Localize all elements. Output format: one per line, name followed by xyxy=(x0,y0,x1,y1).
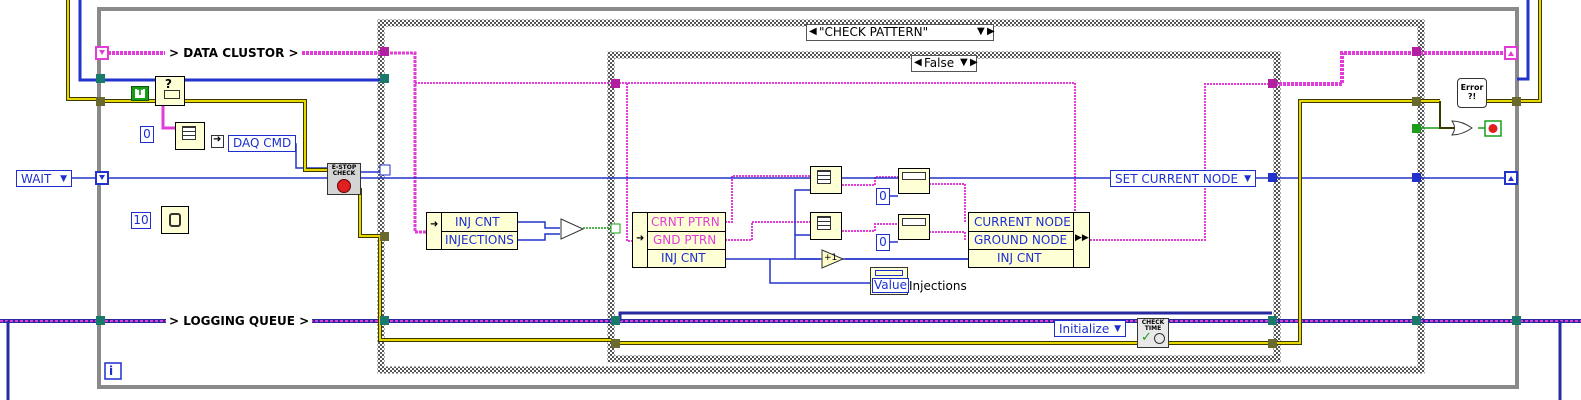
row-divider xyxy=(969,231,1073,232)
dropdown-arrow-icon: ▼ xyxy=(1114,324,1121,334)
check-time-title: CHECK TIME xyxy=(1141,319,1165,332)
data-cluster-wire-label: > DATA CLUSTOR > xyxy=(166,46,302,60)
state-enum-wait[interactable]: WAIT ▼ xyxy=(16,170,72,187)
unbundle-row: CRNT PTRN xyxy=(651,215,720,229)
case-selector-inner[interactable]: ◀ False ▼ ▶ xyxy=(911,55,978,72)
arrow-right-icon: ➜ xyxy=(636,233,645,244)
type-cast-arrow: ➜ xyxy=(211,134,224,148)
property-node[interactable]: Value xyxy=(870,267,909,295)
estop-check-subvi[interactable]: E-STOP CHECK xyxy=(327,163,361,195)
replace-array-subset-function[interactable] xyxy=(898,214,930,240)
clock-icon xyxy=(1154,333,1165,344)
error-handler-subvi[interactable]: Error ?! xyxy=(1457,78,1487,108)
true-constant-label: T xyxy=(135,88,145,98)
array-grid-icon xyxy=(817,216,831,230)
unbundle-row: INJ CNT xyxy=(661,251,706,265)
array-grid-icon xyxy=(182,126,196,140)
property-field: Value xyxy=(872,278,909,293)
arrow-right-icon: ➜ xyxy=(213,134,222,145)
error-handler-label: Error ?! xyxy=(1460,83,1484,101)
dropdown-arrow-icon[interactable]: ▼ xyxy=(977,26,985,37)
row-divider xyxy=(441,231,517,232)
watch-icon xyxy=(169,213,181,227)
state-enum-set-current-node-value: SET CURRENT NODE xyxy=(1115,172,1239,186)
unbundle-handle xyxy=(633,213,648,267)
index-constant[interactable]: 0 xyxy=(140,126,154,143)
state-enum-initialize-value: Initialize xyxy=(1059,322,1110,336)
unbundle-by-name-top[interactable]: ➜ INJ CNT INJECTIONS xyxy=(426,212,518,250)
zero-constant[interactable]: 0 xyxy=(876,188,890,205)
decrement-arrow-icon[interactable]: ◀ xyxy=(809,26,817,37)
increment-arrow-icon[interactable]: ▶ xyxy=(970,57,978,68)
wait-ms-constant[interactable]: 10 xyxy=(131,212,151,229)
case-structure-outer-frame xyxy=(377,19,1425,374)
dropdown-arrow-icon[interactable]: ▼ xyxy=(960,57,968,68)
index-array-function[interactable] xyxy=(175,122,205,150)
indicator-icon xyxy=(875,270,903,276)
index-array-function[interactable] xyxy=(810,166,842,194)
property-node-label: Injections xyxy=(909,279,967,293)
array-icon xyxy=(902,172,926,180)
queue-icon xyxy=(164,90,180,99)
logging-queue-wire-label: > LOGGING QUEUE > xyxy=(166,314,313,328)
row-divider xyxy=(647,231,725,232)
state-enum-wait-value: WAIT xyxy=(21,172,52,186)
increment-label: +1 xyxy=(824,253,838,263)
estop-check-title: E-STOP CHECK xyxy=(331,164,357,177)
decrement-arrow-icon[interactable]: ◀ xyxy=(914,57,922,68)
increment-arrow-icon[interactable]: ▶ xyxy=(987,26,995,37)
unbundle-row: INJ CNT xyxy=(455,215,500,229)
bundle-row: INJ CNT xyxy=(997,251,1042,265)
bundle-row: GROUND NODE xyxy=(974,233,1068,247)
unbundle-row: INJECTIONS xyxy=(445,233,514,247)
stop-icon xyxy=(337,179,351,193)
case-selector-outer[interactable]: ◀ "CHECK PATTERN" ▼ ▶ xyxy=(806,24,995,41)
arrow-right-icon: ➜ xyxy=(430,219,439,230)
true-constant[interactable]: T xyxy=(131,86,149,101)
bundle-handle xyxy=(1073,213,1090,267)
dropdown-arrow-icon: ▼ xyxy=(1244,174,1251,184)
bundle-row: CURRENT NODE xyxy=(974,215,1071,229)
queue-status-function[interactable]: ? xyxy=(155,76,185,106)
check-time-subvi[interactable]: CHECK TIME ✓ xyxy=(1137,318,1169,348)
case-selector-inner-label: False xyxy=(924,56,955,70)
index-array-function[interactable] xyxy=(810,212,842,240)
zero-constant[interactable]: 0 xyxy=(876,234,890,251)
wait-ms-function[interactable] xyxy=(161,206,189,234)
unbundle-by-name-inner[interactable]: ➜ CRNT PTRN GND PTRN INJ CNT xyxy=(632,212,726,268)
checkmark-icon: ✓ xyxy=(1141,330,1152,345)
question-mark-icon: ? xyxy=(165,77,172,91)
bundle-by-name-inner[interactable]: CURRENT NODE GROUND NODE INJ CNT ▶▶ xyxy=(968,212,1090,268)
unbundle-row: GND PTRN xyxy=(653,233,717,247)
array-grid-icon xyxy=(817,170,831,184)
array-icon xyxy=(902,218,926,226)
row-divider xyxy=(647,249,725,250)
case-selector-outer-label: "CHECK PATTERN" xyxy=(819,25,929,39)
dropdown-arrow-icon: ▼ xyxy=(60,174,67,184)
state-enum-initialize[interactable]: Initialize ▼ xyxy=(1054,320,1126,337)
bundle-arrow-icon: ▶▶ xyxy=(1075,233,1089,243)
daq-cmd-constant[interactable]: DAQ CMD xyxy=(228,135,296,152)
loop-iteration-terminal: i xyxy=(109,364,114,378)
row-divider xyxy=(969,249,1073,250)
state-enum-set-current-node[interactable]: SET CURRENT NODE ▼ xyxy=(1110,170,1256,187)
replace-array-subset-function[interactable] xyxy=(898,168,930,194)
while-loop-frame xyxy=(97,7,1519,389)
